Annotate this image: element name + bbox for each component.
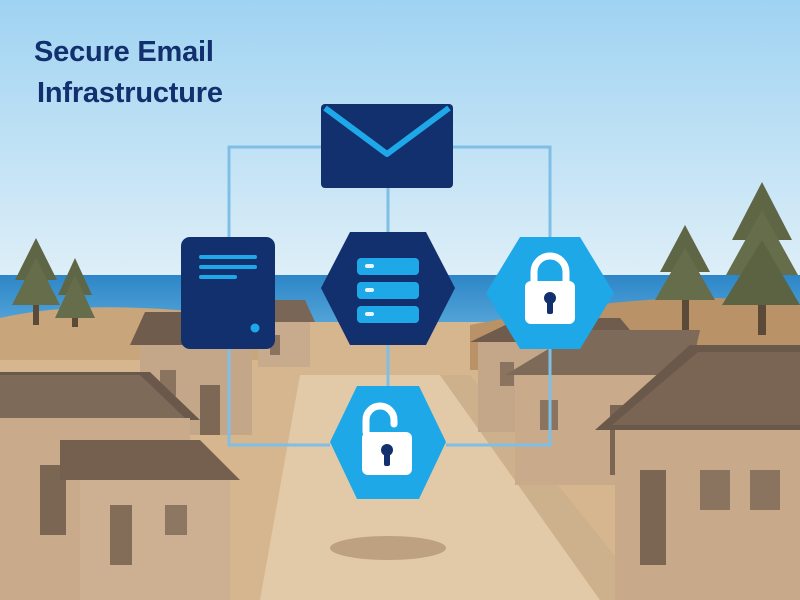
rack-unit <box>357 258 419 275</box>
encryption-node <box>486 237 614 349</box>
server-tower-icon <box>181 237 275 349</box>
database-node <box>321 232 455 345</box>
connector-lock-to-unlock <box>446 349 552 447</box>
node-shadow <box>330 536 446 560</box>
houses-left <box>0 300 315 600</box>
email-node <box>321 104 453 188</box>
connector-server-to-unlock <box>227 349 330 447</box>
padlock-closed-icon <box>525 252 575 324</box>
mail-server-node <box>181 237 275 349</box>
tree-icon <box>655 225 715 330</box>
page-title: Secure Email Infrastructure <box>34 32 223 114</box>
decryption-node <box>330 386 446 499</box>
envelope-icon <box>321 104 453 188</box>
rack-unit <box>357 282 419 299</box>
rack-unit <box>357 306 419 323</box>
connector-email-to-server <box>227 145 321 237</box>
trees <box>12 182 800 335</box>
title-line-1: Secure Email <box>34 36 214 68</box>
tree-icon <box>722 182 800 335</box>
padlock-open-icon <box>362 402 412 475</box>
houses-right <box>470 318 800 600</box>
house <box>595 345 800 600</box>
connector-lines <box>227 145 552 447</box>
connector-email-to-lock <box>453 145 552 237</box>
title-line-2: Infrastructure <box>37 77 223 110</box>
tree-icon <box>55 258 95 327</box>
envelope-flap <box>323 105 451 157</box>
house <box>60 440 240 600</box>
tree-icon <box>12 238 60 325</box>
status-light <box>250 323 260 333</box>
